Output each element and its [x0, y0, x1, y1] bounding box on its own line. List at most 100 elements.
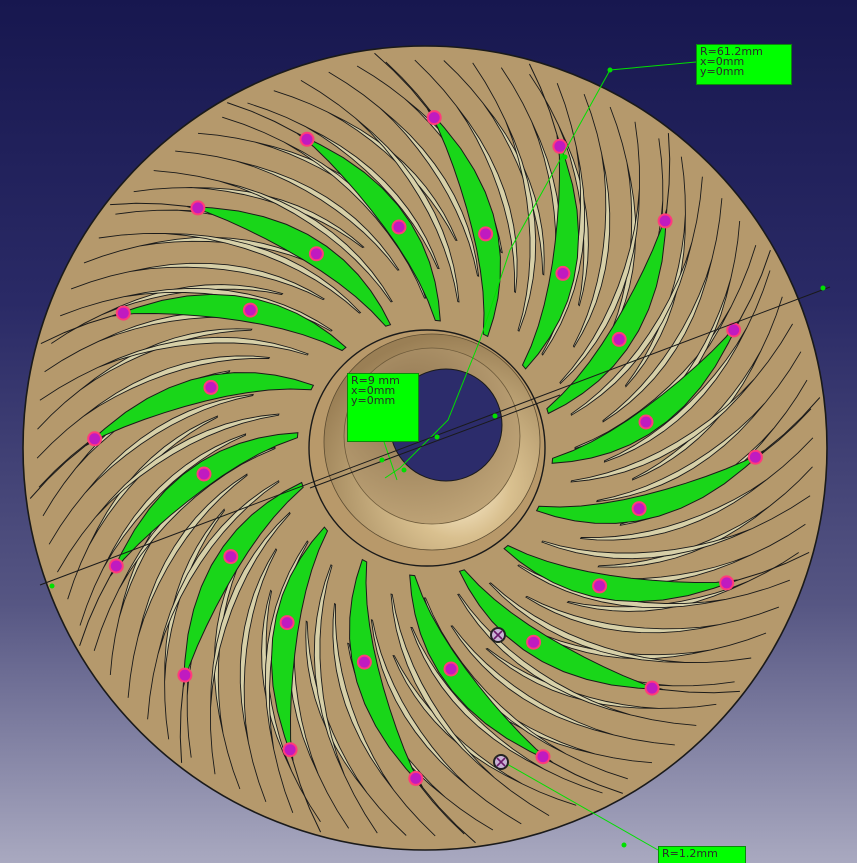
- slot: [570, 323, 793, 483]
- vent-hole[interactable]: [552, 138, 568, 154]
- vent-hole[interactable]: [644, 680, 660, 696]
- slot: [559, 121, 640, 385]
- vent-hole[interactable]: [87, 431, 103, 447]
- vent-hole[interactable]: [719, 575, 735, 591]
- outer-radius-dimension[interactable]: R=61.2mm x=0mm y=0mm: [696, 44, 792, 85]
- vent-hole[interactable]: [242, 302, 258, 318]
- slot: [70, 262, 325, 301]
- blade[interactable]: [546, 133, 671, 415]
- slot: [572, 93, 611, 348]
- slot: [488, 582, 752, 663]
- blade[interactable]: [270, 526, 329, 833]
- hub-x-value: x=0mm: [351, 384, 396, 397]
- vent-hole[interactable]: [526, 634, 542, 650]
- vent-hole[interactable]: [747, 449, 763, 465]
- slot: [414, 59, 518, 294]
- vent-hole[interactable]: [308, 246, 324, 262]
- blade[interactable]: [551, 250, 771, 464]
- vent-hole[interactable]: [426, 110, 442, 126]
- slot: [472, 62, 537, 332]
- vent-hole[interactable]: [282, 742, 298, 758]
- vent-hole[interactable]: [535, 749, 551, 765]
- vent-hole[interactable]: [279, 615, 295, 631]
- slot: [596, 351, 802, 503]
- slot: [525, 595, 780, 634]
- vent-hole[interactable]: [356, 654, 372, 670]
- outer-radius-value: R=61.2mm: [700, 45, 763, 58]
- blade[interactable]: [374, 52, 501, 338]
- blade[interactable]: [29, 372, 315, 499]
- vent-hole[interactable]: [391, 219, 407, 235]
- vent-hole[interactable]: [177, 667, 193, 683]
- slot: [541, 495, 811, 560]
- selection-cross-icon: [496, 757, 506, 767]
- slot: [328, 71, 480, 277]
- slot: [602, 198, 723, 423]
- slot: [313, 564, 378, 834]
- outer-x-value: x=0mm: [700, 55, 745, 68]
- slot: [300, 80, 460, 303]
- vent-hole[interactable]: [611, 331, 627, 347]
- vent-hole[interactable]: [203, 379, 219, 395]
- vent-hole[interactable]: [408, 770, 424, 786]
- vent-hole[interactable]: [555, 265, 571, 281]
- slot: [370, 619, 522, 825]
- vent-hole[interactable]: [190, 200, 206, 216]
- vent-hole[interactable]: [631, 501, 647, 517]
- vent-hole[interactable]: [299, 131, 315, 147]
- selection-cross-icon: [493, 630, 503, 640]
- blade[interactable]: [40, 293, 347, 352]
- outer-y-value: y=0mm: [700, 65, 745, 78]
- slot: [36, 355, 271, 459]
- blade[interactable]: [503, 544, 810, 603]
- hub-radius-dimension[interactable]: R=9 mm x=0mm y=0mm: [347, 373, 419, 442]
- blade[interactable]: [409, 574, 623, 794]
- blade-pattern[interactable]: [29, 52, 821, 844]
- vent-hole[interactable]: [443, 661, 459, 677]
- vent-hole[interactable]: [657, 213, 673, 229]
- impeller-disc[interactable]: [22, 45, 831, 851]
- slot: [239, 548, 278, 803]
- slot: [603, 270, 771, 463]
- selected-holes[interactable]: [490, 627, 509, 770]
- vent-hole[interactable]: [196, 466, 212, 482]
- slot: [98, 233, 362, 314]
- blade[interactable]: [79, 432, 299, 646]
- slot: [153, 170, 393, 303]
- blade[interactable]: [227, 102, 441, 322]
- slot: [570, 176, 703, 416]
- blade[interactable]: [535, 397, 821, 524]
- slot: [57, 413, 280, 573]
- hub-radius-value: R=9 mm: [351, 374, 400, 387]
- slot: [390, 593, 550, 816]
- slot: [175, 150, 400, 271]
- slot: [210, 511, 291, 775]
- slot: [39, 336, 309, 401]
- vent-hole[interactable]: [478, 226, 494, 242]
- slot: [127, 473, 248, 698]
- vent-hole[interactable]: [592, 578, 608, 594]
- blade[interactable]: [349, 558, 476, 844]
- slot: [332, 602, 436, 837]
- vent-hole[interactable]: [638, 414, 654, 430]
- blade[interactable]: [521, 63, 580, 370]
- hole-radius-value: R=1.2mm: [662, 847, 718, 860]
- slot: [579, 437, 814, 541]
- hub-y-value: y=0mm: [351, 394, 396, 407]
- slot: [147, 480, 280, 720]
- blade[interactable]: [179, 481, 304, 763]
- slot: [457, 593, 697, 726]
- vent-hole[interactable]: [223, 549, 239, 565]
- slot: [450, 625, 675, 746]
- slot: [410, 626, 603, 794]
- vent-hole[interactable]: [108, 558, 124, 574]
- hole-radius-dimension[interactable]: R=1.2mm: [658, 846, 746, 863]
- hub[interactable]: [308, 329, 546, 567]
- hole-pattern[interactable]: [87, 110, 763, 786]
- slot: [48, 393, 254, 545]
- slot: [247, 102, 440, 270]
- blade[interactable]: [110, 202, 392, 327]
- vent-hole[interactable]: [115, 305, 131, 321]
